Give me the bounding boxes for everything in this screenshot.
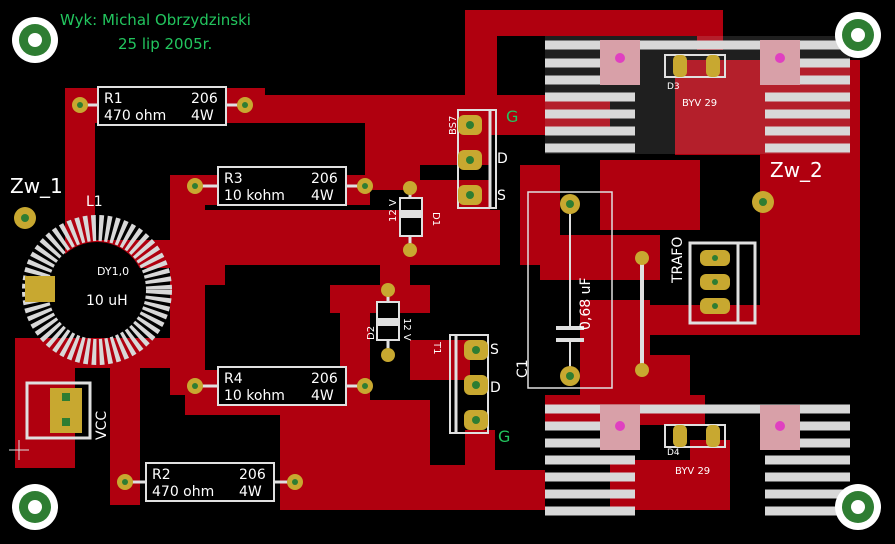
r2-value: 470 ohm	[152, 484, 214, 500]
connector-trafo: TRAFO	[670, 237, 757, 325]
bs7-ref: BS7	[448, 116, 459, 135]
r4-value: 10 kohm	[224, 388, 285, 404]
capacitor-c1: 0,68 uF C1	[515, 191, 613, 389]
inductor-l1: L1 DY1,0 10 uH	[22, 194, 172, 365]
r3-code: 206	[311, 171, 338, 187]
transistor-bs7: BS7 G D S	[448, 107, 518, 209]
author-text: Wyk: Michal Obrzydzinski	[60, 11, 251, 29]
origin-crosshair-icon	[9, 440, 29, 460]
d1-ref: D1	[430, 212, 441, 226]
l1-ref: L1	[86, 194, 103, 210]
r3-power: 4W	[311, 188, 334, 204]
mount-hole-icon	[12, 484, 58, 530]
resistor-r1: R1 470 ohm 206 4W	[72, 86, 253, 126]
trafo-label: TRAFO	[670, 237, 686, 284]
r4-power: 4W	[311, 388, 334, 404]
d3-ref: D3	[667, 82, 680, 92]
connector-zw1: Zw_1	[10, 174, 63, 229]
t1-pin-d: D	[490, 380, 501, 396]
resistor-r2: R2 470 ohm 206 4W	[117, 462, 303, 502]
d2-ref: D2	[366, 326, 377, 340]
l1-value: 10 uH	[86, 293, 128, 309]
l1-core: DY1,0	[97, 265, 129, 278]
bs7-pin-d: D	[497, 151, 508, 167]
bs7-pin-s: S	[497, 188, 506, 204]
r3-ref: R3	[224, 171, 243, 187]
date-text: 25 lip 2005r.	[118, 35, 212, 53]
mount-hole-icon	[835, 12, 881, 58]
connector-vcc: VCC	[25, 381, 110, 440]
r4-code: 206	[311, 371, 338, 387]
mounting-holes	[12, 12, 881, 530]
r2-power: 4W	[239, 484, 262, 500]
t1-ref: T1	[431, 341, 442, 354]
t1-pin-g: G	[498, 427, 510, 446]
bs7-pin-g: G	[506, 107, 518, 126]
r1-value: 470 ohm	[104, 108, 166, 124]
jumper-wire	[635, 251, 649, 377]
mount-hole-icon	[12, 17, 58, 63]
r3-value: 10 kohm	[224, 188, 285, 204]
vcc-label: VCC	[94, 411, 110, 440]
zener-d1: 12 V D1	[388, 181, 441, 257]
connector-zw2: Zw_2	[752, 158, 823, 213]
d4-value: BYV 29	[675, 466, 710, 477]
zw2-label: Zw_2	[770, 158, 823, 182]
heatsink-top	[545, 36, 850, 154]
resistor-r4: R4 10 kohm 206 4W	[187, 366, 373, 406]
r2-ref: R2	[152, 467, 171, 483]
diode-d3: D3 BYV 29	[664, 54, 726, 109]
r4-ref: R4	[224, 371, 243, 387]
c1-ref: C1	[515, 359, 531, 378]
d3-value: BYV 29	[682, 98, 717, 109]
r1-power: 4W	[191, 108, 214, 124]
t1-pin-s: S	[490, 342, 499, 358]
zener-d2: D2 12 V	[366, 283, 412, 362]
r1-ref: R1	[104, 91, 123, 107]
mount-hole-icon	[835, 484, 881, 530]
diode-d4: D4 BYV 29	[664, 424, 726, 477]
zw1-label: Zw_1	[10, 174, 63, 198]
d1-value: 12 V	[388, 199, 399, 222]
r2-code: 206	[239, 467, 266, 483]
resistor-r3: R3 10 kohm 206 4W	[187, 166, 373, 206]
d4-ref: D4	[667, 448, 680, 458]
d2-value: 12 V	[401, 318, 412, 341]
r1-code: 206	[191, 91, 218, 107]
transistor-t1: T1 S D G	[431, 334, 510, 446]
heatsink-bottom	[545, 404, 850, 516]
c1-value: 0,68 uF	[578, 277, 594, 330]
